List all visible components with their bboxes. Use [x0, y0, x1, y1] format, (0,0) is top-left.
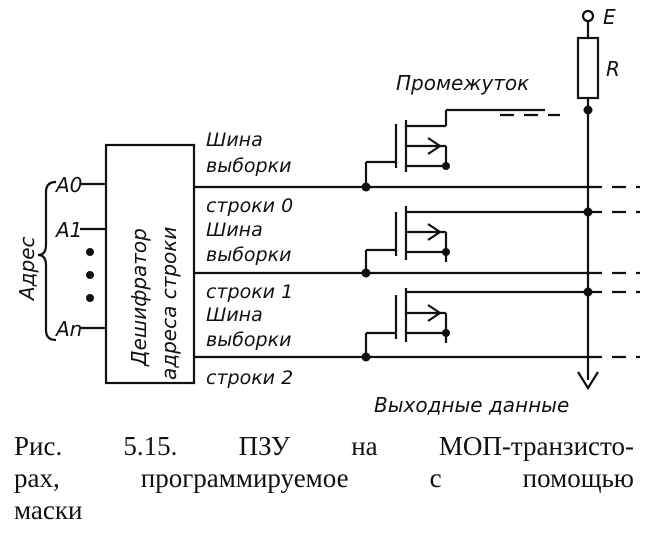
caption-word: 5.15. — [123, 431, 178, 461]
caption-word: помощью — [522, 463, 634, 493]
row2-bus-mid: выборки — [206, 329, 291, 351]
figure-caption: Рис. 5.15. ПЗУ на МОП-транзисто- рах, пр… — [14, 430, 634, 526]
resistor-r — [576, 36, 600, 100]
junction-dot — [583, 207, 593, 217]
junction-dot — [583, 287, 593, 297]
caption-word: ПЗУ — [238, 431, 291, 461]
mos-transistor-1 — [364, 206, 588, 273]
junction-dot — [583, 105, 593, 115]
address-a0-label: A0 — [54, 173, 82, 197]
row0-bus-mid: выборки — [206, 155, 291, 177]
mos-transistor-0 — [364, 108, 545, 187]
junction-dot — [361, 352, 371, 362]
row0-bus-top: Шина — [206, 129, 263, 151]
address-brace — [37, 180, 57, 342]
caption-word: Рис. — [14, 431, 63, 461]
row1-bus-top: Шина — [206, 219, 263, 241]
junction-dot — [361, 182, 371, 192]
address-label: Адрес — [15, 236, 39, 302]
junction-dot — [442, 162, 450, 170]
resistor-label: R — [606, 57, 620, 81]
ellipsis-dot — [86, 248, 94, 256]
row1-bus-bottom: строки 1 — [206, 281, 293, 303]
row2-bus-bottom: строки 2 — [206, 367, 293, 389]
caption-word: на — [351, 431, 378, 461]
decoder-label-line1: Дешифратор — [127, 228, 151, 367]
supply-label: E — [603, 5, 616, 29]
junction-dot — [442, 248, 450, 256]
junction-dot — [442, 329, 450, 337]
row-address-decoder — [104, 143, 196, 385]
row1-bus-mid: выборки — [206, 244, 291, 266]
address-an-label: An — [54, 317, 82, 341]
output-arrow — [577, 371, 599, 391]
row0-bus-bottom: строки 0 — [206, 195, 293, 217]
caption-word: рах, — [14, 463, 60, 493]
ellipsis-dot — [86, 271, 94, 279]
junction-dot — [361, 268, 371, 278]
caption-word: МОП-транзисто- — [438, 431, 634, 461]
caption-line-2: рах, программируемое с помощью — [14, 462, 634, 494]
caption-line-3: маски — [14, 495, 83, 525]
ellipsis-dot — [86, 294, 94, 302]
caption-word: с — [429, 463, 442, 493]
caption-word: программируемое — [140, 463, 349, 493]
decoder-label-line2: адреса строки — [157, 227, 181, 380]
row2-bus-top: Шина — [206, 304, 263, 326]
address-a1-label: A1 — [54, 218, 82, 242]
supply-terminal — [581, 9, 595, 23]
caption-line-1: Рис. 5.15. ПЗУ на МОП-транзисто- — [14, 430, 634, 462]
gap-label: Промежуток — [396, 71, 529, 95]
mos-transistor-2 — [364, 288, 588, 357]
output-data-label: Выходные данные — [374, 393, 569, 417]
